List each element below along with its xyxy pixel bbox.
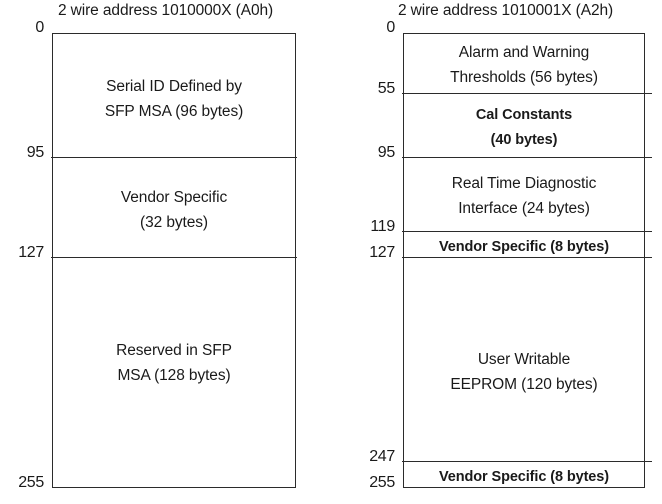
address-offset-label: 0 (386, 19, 395, 36)
memory-region: Vendor Specific (8 bytes) (404, 235, 644, 259)
memory-region-label: User Writable (477, 351, 571, 368)
diagram-title-a2h: 2 wire address 1010001X (A2h) (397, 2, 614, 19)
memory-map-diagram-a2h: 2 wire address 1010001X (A2h) Alarm and … (331, 0, 662, 504)
memory-region-label: Cal Constants (475, 107, 573, 123)
memory-region-label: Vendor Specific (8 bytes) (439, 238, 609, 255)
memory-region-label: Vendor Specific (8 bytes) (439, 468, 609, 485)
memory-region-label: (40 bytes) (490, 132, 558, 148)
memory-region-label: Serial ID Defined by (106, 78, 242, 95)
address-offset-label: 255 (369, 474, 395, 491)
memory-region: Serial ID Defined by SFP MSA (96 bytes) (53, 47, 295, 151)
address-offset-label: 247 (369, 448, 395, 465)
address-offset-label: 0 (35, 19, 44, 36)
address-offset-label: 95 (377, 144, 396, 161)
memory-region: Vendor Specific (8 bytes) (404, 465, 644, 489)
memory-region-label: Real Time Diagnostic (451, 175, 597, 192)
memory-region: Vendor Specific (32 bytes) (53, 169, 295, 251)
memory-region-divider (402, 93, 652, 95)
address-offset-label: 95 (26, 144, 45, 161)
memory-region-label: Alarm and Warning (458, 44, 590, 61)
memory-region-label: MSA (128 bytes) (117, 367, 231, 384)
address-offset-label: 119 (370, 218, 395, 235)
diagram-title-a0h: 2 wire address 1010000X (A0h) (57, 2, 274, 19)
memory-region-label: (32 bytes) (140, 214, 208, 231)
memory-region-divider (51, 157, 297, 159)
address-offset-label: 127 (18, 244, 44, 261)
memory-region: Reserved in SFP MSA (128 bytes) (53, 331, 295, 395)
memory-map-box-a0h: Serial ID Defined by SFP MSA (96 bytes) Ve… (51, 33, 297, 488)
address-offset-label: 55 (377, 80, 396, 97)
address-offset-label: 255 (18, 474, 44, 491)
memory-region-label: Interface (24 bytes) (458, 200, 590, 217)
memory-region-divider (402, 231, 652, 233)
memory-region-label: EEPROM (120 bytes) (450, 376, 598, 393)
address-offset-label: 127 (369, 244, 395, 261)
memory-region: Cal Constants (40 bytes) (404, 101, 644, 155)
memory-region-label: Reserved in SFP (116, 342, 232, 359)
memory-region-label: Vendor Specific (120, 189, 228, 206)
memory-region-divider (402, 257, 652, 259)
memory-region-divider (402, 461, 652, 463)
memory-region-divider (51, 257, 297, 259)
memory-region-label: SFP MSA (96 bytes) (104, 103, 244, 120)
memory-region-divider (402, 157, 652, 159)
memory-region-label: Thresholds (56 bytes) (450, 69, 598, 86)
memory-map-diagram-a0h: 2 wire address 1010000X (A0h) Serial ID … (18, 2, 297, 491)
